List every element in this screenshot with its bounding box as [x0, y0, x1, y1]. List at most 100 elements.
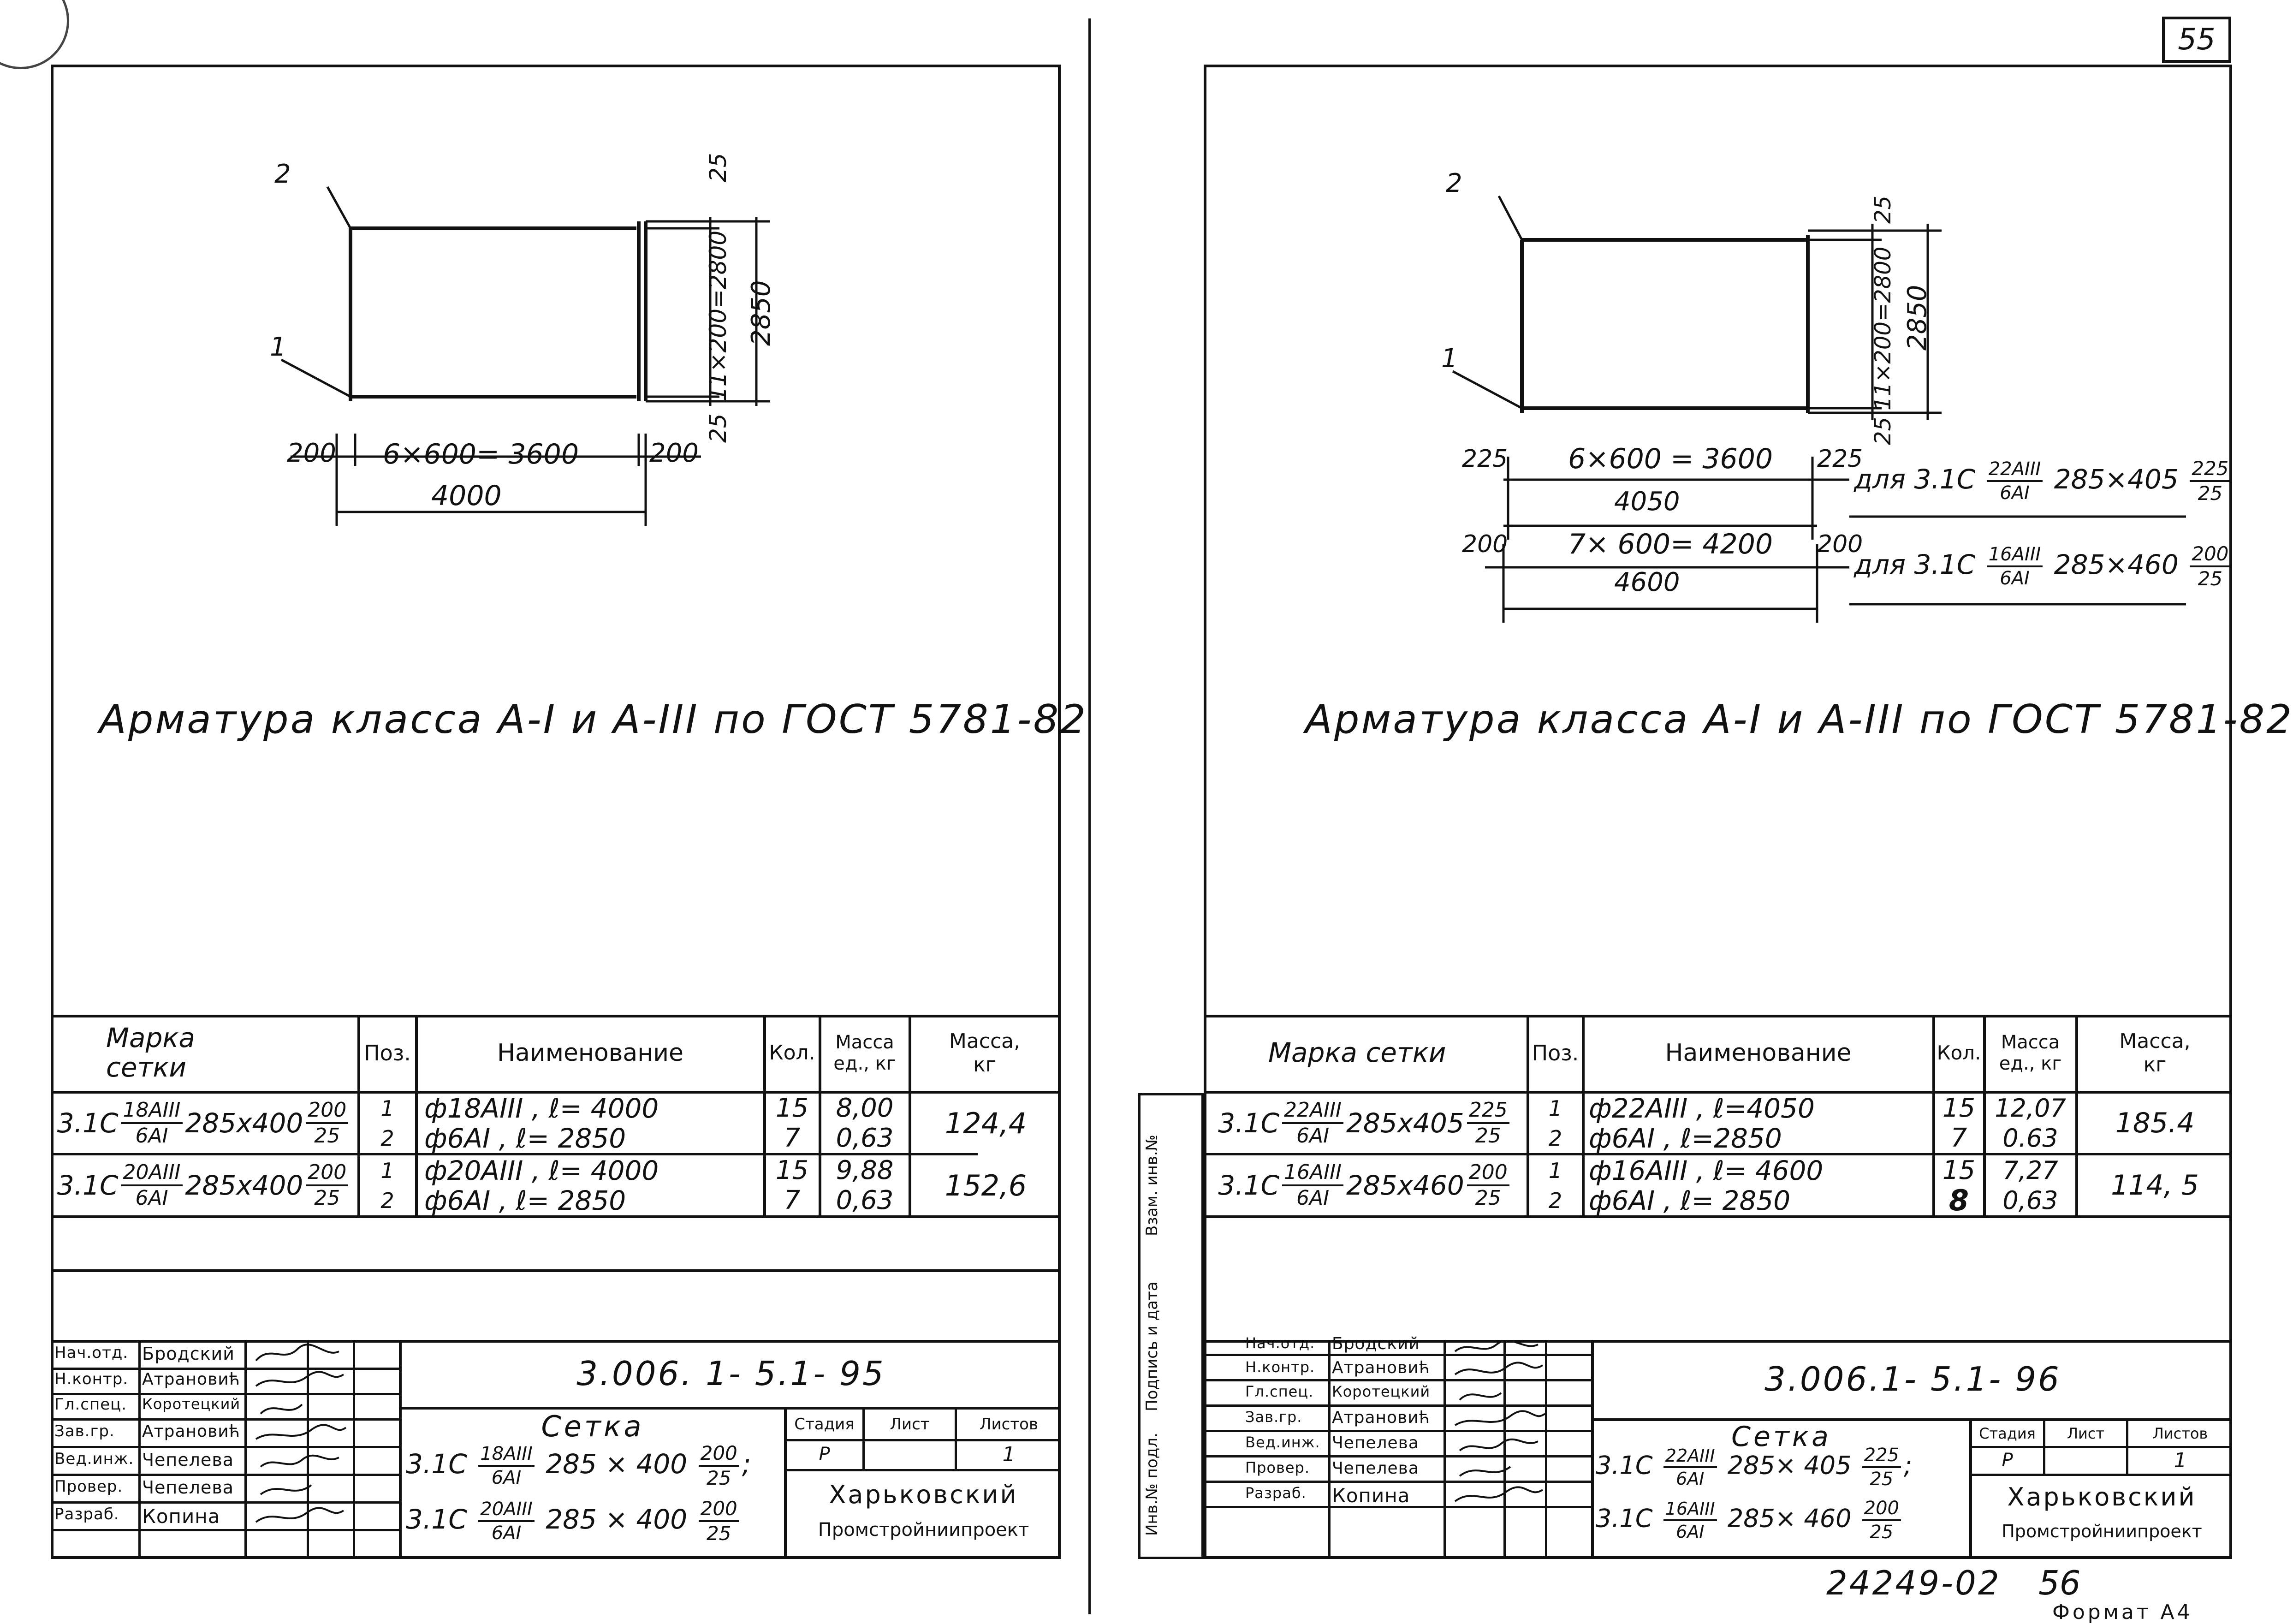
left-pos2-label: 2 [274, 159, 291, 189]
right-row2-item1-pos: 1 [1548, 1158, 1562, 1183]
right-pos2-label: 2 [1446, 168, 1462, 198]
centre-divider [1088, 18, 1091, 1614]
left-role-1: Нач.отд. [54, 1344, 129, 1362]
left-name-4: Атрановић [142, 1422, 241, 1441]
left-stage-value: Р [819, 1444, 830, 1465]
right-role-6: Провер. [1245, 1459, 1310, 1476]
right-row2-total: 4600 [1614, 567, 1680, 597]
left-org-name-2: Промстройниипроект [818, 1519, 1029, 1541]
right-row2-item1-qty: 15 [1942, 1155, 1976, 1185]
left-row2-item1-unit-mass: 9,88 [836, 1155, 894, 1185]
left-dim-vertical-total: 2850 [746, 280, 776, 346]
right-pos1-label: 1 [1441, 344, 1458, 374]
left-role-3: Гл.спец. [54, 1395, 127, 1414]
right-dim-top: 25 [1870, 195, 1896, 224]
right-name-7: Копина [1332, 1484, 1410, 1507]
left-dim-bottom: 25 [705, 413, 731, 443]
right-row2-middle: 7× 600= 4200 [1568, 528, 1773, 560]
right-header-pos: Поз. [1532, 1040, 1579, 1065]
left-title-block: Нач.отд. Н.контр. Гл.спец. Зав.гр. Вед.и… [51, 1340, 1061, 1559]
right-spec-table: Марка сетки Поз. Наименование Кол. Масса… [1204, 1015, 2232, 1273]
right-row2-right: 200 [1817, 530, 1863, 558]
right-name-1: Бродский [1332, 1334, 1420, 1353]
right-header-qty: Кол. [1937, 1041, 1981, 1064]
right-row1-item1-pos: 1 [1548, 1095, 1562, 1121]
right-row1-item1-unit-mass: 12,07 [1995, 1094, 2066, 1123]
right-row2-item2-name: ф6АI , ℓ= 2850 [1589, 1184, 1791, 1216]
left-header-pos: Поз. [364, 1040, 411, 1065]
right-side-label-replace: Взам. инв.№ [1143, 1134, 1161, 1236]
right-row1-item2-name: ф6АI , ℓ=2850 [1589, 1122, 1782, 1154]
right-header-mark: Марка сетки [1268, 1036, 1446, 1068]
right-header-unit-mass: Масса ед., кг [1999, 1031, 2062, 1074]
right-stage-value: Р [2002, 1450, 2013, 1471]
left-row2-mass: 152,6 [945, 1168, 1027, 1202]
left-row1-mass: 124,4 [945, 1106, 1027, 1140]
right-row1-item2-pos: 2 [1548, 1125, 1562, 1151]
left-org-name: Харьковский [829, 1480, 1018, 1509]
right-header-name: Наименование [1665, 1039, 1852, 1067]
left-row2-item2-name: ф6АI , ℓ= 2850 [424, 1184, 626, 1216]
left-role-6: Провер. [54, 1477, 123, 1496]
right-row2-item2-qty: 8 [1948, 1184, 1969, 1217]
right-row1-item2-qty: 7 [1950, 1123, 1967, 1153]
left-header-unit-mass: Масса ед., кг [833, 1031, 896, 1074]
right-reinforcement-note: Арматура класса А-I и А-III по ГОСТ 5781… [1305, 696, 2293, 743]
left-row1-item1-pos: 1 [380, 1095, 394, 1121]
right-role-7: Разраб. [1245, 1484, 1307, 1502]
left-row2-item1-name: ф20АIII , ℓ= 4000 [424, 1154, 659, 1186]
left-row1-item2-pos: 2 [380, 1125, 394, 1151]
right-role-1: Нач.отд. [1245, 1334, 1315, 1352]
right-org-name-2: Промстройниипроект [2002, 1521, 2202, 1541]
right-row1-middle: 6×600 = 3600 [1568, 443, 1773, 475]
left-dim-top: 25 [705, 153, 731, 182]
left-row1-item1-unit-mass: 8,00 [836, 1093, 894, 1123]
approval-stamp [0, 0, 69, 69]
left-dim-total: 4000 [431, 480, 502, 512]
right-sheet-frame [1204, 65, 2232, 1559]
left-name-7: Копина [142, 1505, 220, 1528]
right-row2-item1-name: ф16АIII , ℓ= 4600 [1589, 1154, 1824, 1186]
right-row2-left: 200 [1462, 530, 1508, 558]
left-dim-vertical-inner: 11×200=2800 [705, 230, 731, 401]
right-dim-bottom: 25 [1870, 416, 1896, 445]
right-doc-code: 3.006.1- 5.1- 96 [1764, 1360, 2061, 1398]
left-role-7: Разраб. [54, 1505, 119, 1523]
left-signatures [255, 1344, 347, 1523]
left-row1-item2-qty: 7 [784, 1123, 801, 1153]
left-role-2: Н.контр. [54, 1370, 129, 1388]
right-name-3: Коротецкий [1332, 1383, 1431, 1400]
left-row1-item2-name: ф6АI , ℓ= 2850 [424, 1122, 626, 1154]
left-sheets-label: Листов [979, 1415, 1038, 1434]
right-row2-item2-pos: 2 [1548, 1188, 1562, 1213]
left-row2-item1-pos: 1 [380, 1158, 394, 1183]
right-row1-right: 225 [1817, 445, 1863, 473]
left-dim-middle: 6×600= 3600 [383, 438, 579, 470]
right-dim-vertical-total: 2850 [1902, 285, 1932, 351]
page-number: 55 [2178, 23, 2216, 57]
left-row2-item2-qty: 7 [784, 1185, 801, 1215]
right-row1-item2-unit-mass: 0.63 [2002, 1124, 2058, 1153]
left-role-5: Вед.инж. [54, 1450, 134, 1468]
right-header-mass: Масса, кг [2119, 1029, 2191, 1077]
right-role-3: Гл.спец. [1245, 1383, 1314, 1400]
right-mesh-drawing [1452, 195, 2186, 623]
right-sheets-value: 1 [2174, 1448, 2187, 1472]
document-number: 24249-02 [1826, 1564, 2001, 1602]
right-side-label-sign: Подпись и дата [1143, 1281, 1161, 1411]
right-name-5: Чепелева [1332, 1434, 1419, 1452]
right-row1-total: 4050 [1614, 487, 1680, 517]
left-stage-label: Стадия [794, 1415, 855, 1434]
page-footer-number: 56 [2038, 1564, 2081, 1602]
right-sheet-label: Лист [2067, 1424, 2105, 1442]
right-name-6: Чепелева [1332, 1459, 1419, 1478]
left-pos1-label: 1 [270, 332, 286, 362]
left-row2-item2-unit-mass: 0,63 [836, 1185, 894, 1215]
